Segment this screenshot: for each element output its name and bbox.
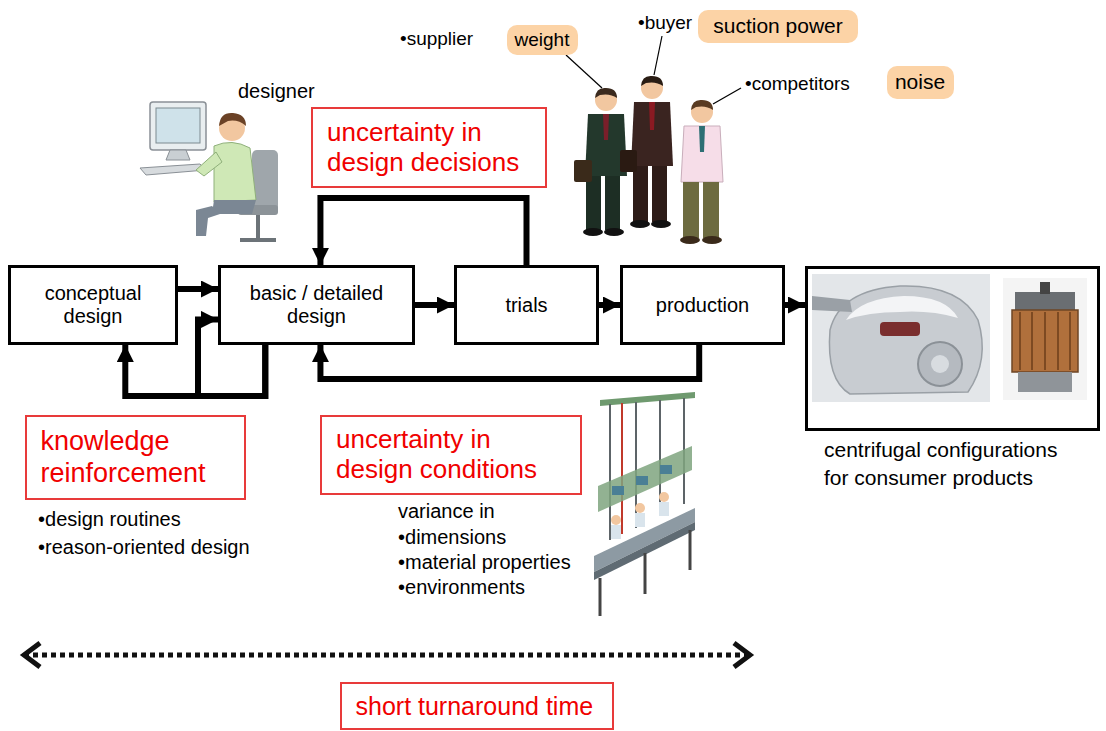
flow-arrow xyxy=(320,345,699,379)
stakeholder-label: •competitors xyxy=(745,73,850,95)
designer-legs xyxy=(212,200,256,214)
node-text: trials xyxy=(505,294,547,317)
node-text: knowledge reinforcement xyxy=(41,426,226,488)
stakeholder-label: •buyer xyxy=(638,12,692,34)
leader-line xyxy=(654,36,662,75)
chair-base xyxy=(240,238,276,242)
note-item: •environments xyxy=(398,576,525,599)
production-line-illustration xyxy=(594,392,695,616)
attribute-tag: suction power xyxy=(698,10,858,43)
stakeholder-label: •supplier xyxy=(400,28,473,50)
issue-box: uncertainty in design conditions xyxy=(320,415,582,495)
flow-arrow xyxy=(599,302,620,308)
note-item: •design routines xyxy=(38,508,181,531)
issue-box: short turnaround time xyxy=(340,682,614,730)
leader-line xyxy=(713,88,741,104)
note-heading: variance in xyxy=(398,500,495,523)
designer-leg xyxy=(196,206,220,236)
designer-hair xyxy=(219,113,246,126)
node-text: basic / detailed design xyxy=(232,282,402,328)
designer-illustration xyxy=(140,102,278,240)
designer-shirt xyxy=(214,142,256,202)
flow-arrow xyxy=(320,198,526,265)
process-box: production xyxy=(620,265,785,345)
process-box: basic / detailed design xyxy=(218,265,415,345)
node-text: weight xyxy=(515,29,570,51)
monitor-screen xyxy=(156,108,200,143)
stakeholders-illustration xyxy=(566,36,741,244)
product-box: centrifugal configurations for consumer … xyxy=(805,266,1100,431)
note-item: •material properties xyxy=(398,551,571,574)
node-text: short turnaround time xyxy=(356,692,594,721)
note-item: •reason-oriented design xyxy=(38,536,250,559)
process-box: conceptual design xyxy=(8,265,178,345)
node-text: production xyxy=(656,294,749,317)
attribute-tag: weight xyxy=(507,25,578,55)
attribute-tag: noise xyxy=(887,66,954,99)
node-text: centrifugal configurations for consumer … xyxy=(824,436,1086,493)
chair-post xyxy=(256,215,260,238)
timeline-arrow xyxy=(24,643,750,667)
flow-arrow xyxy=(178,286,218,292)
flow-arrow xyxy=(415,302,454,308)
note-item: •dimensions xyxy=(398,526,506,549)
node-text: uncertainty in design decisions xyxy=(327,118,527,178)
node-text: suction power xyxy=(713,14,843,38)
node-text: uncertainty in design conditions xyxy=(336,425,556,485)
issue-box: knowledge reinforcement xyxy=(25,415,246,500)
node-text: noise xyxy=(895,70,945,94)
leader-line xyxy=(566,55,602,88)
process-box: trials xyxy=(454,265,599,345)
node-text: conceptual design xyxy=(28,282,158,328)
issue-box: uncertainty in design decisions xyxy=(311,107,547,188)
monitor xyxy=(150,102,206,150)
flow-arrow xyxy=(785,302,805,308)
product-illustration xyxy=(812,274,1087,402)
actor-label: designer xyxy=(238,80,315,103)
chair-back xyxy=(252,150,278,212)
monitor-stand xyxy=(166,150,190,160)
designer-arm xyxy=(196,152,222,176)
